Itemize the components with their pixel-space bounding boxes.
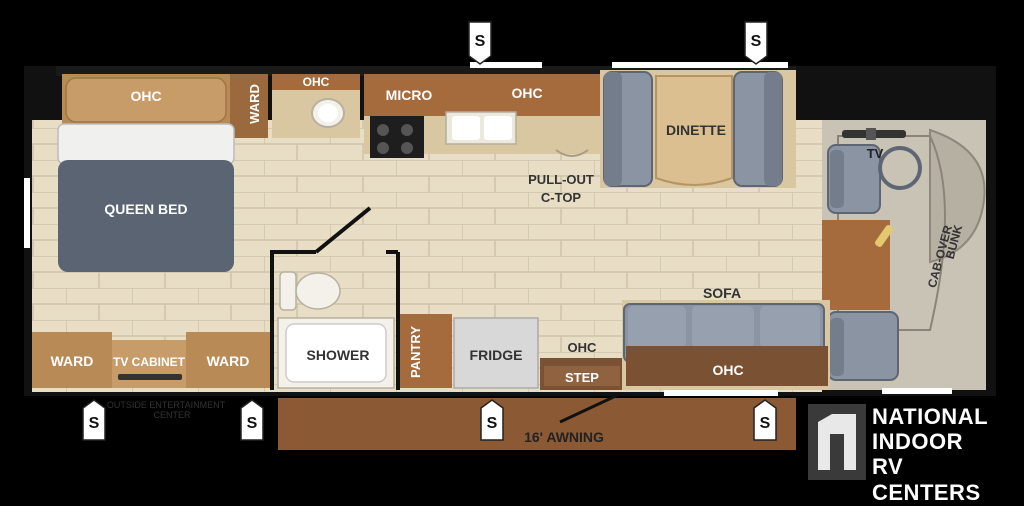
slide-marker-3: S: [82, 399, 106, 441]
sofa-overhead-cabinet: [626, 346, 828, 386]
top-wardrobe: [230, 74, 268, 138]
fridge-label: FRIDGE: [470, 347, 523, 363]
queen-bed: [57, 123, 235, 272]
dinette-bench-right: [733, 71, 783, 187]
ward-left-label: WARD: [51, 353, 94, 369]
national-indoor-logo: NATIONAL INDOOR RV CENTERS: [808, 404, 1012, 505]
awning: [278, 398, 796, 450]
ohc-step-label: OHC: [568, 340, 598, 355]
shower-label: SHOWER: [307, 347, 370, 363]
ohc-bath-label: OHC: [303, 75, 330, 89]
ward-right-label: WARD: [207, 353, 250, 369]
pullout-label-1: PULL-OUT: [528, 172, 594, 187]
bath-walls: [270, 206, 400, 390]
outside-ent-label-1: OUTSIDE ENTERTAINMENT: [107, 400, 226, 410]
cab-tv-arm-icon: [875, 225, 893, 247]
driver-seat: [827, 144, 881, 214]
micro-label: MICRO: [386, 87, 433, 103]
pantry: [400, 314, 452, 388]
rv-floorplan: OHC WARD OHC MICRO OHC DINETTE TV PULL-O: [24, 21, 996, 450]
toilet: [279, 271, 341, 311]
slide-marker-1: S: [468, 21, 492, 65]
tv-cabinet-tv: [118, 374, 182, 380]
dinette-bench-left: [603, 71, 653, 187]
slide-marker-label: S: [475, 33, 486, 50]
ward-top-label: WARD: [247, 84, 262, 124]
ohc-bedroom-label: OHC: [130, 88, 161, 104]
slide-out-markers: S S S S S S: [82, 21, 777, 441]
step-label: STEP: [565, 370, 599, 385]
bath-vanity: [272, 74, 360, 138]
passenger-seat: [827, 311, 899, 381]
slide-marker-label: S: [247, 415, 258, 432]
slide-marker-label: S: [760, 415, 771, 432]
cooktop: [370, 116, 424, 158]
ward-left: [32, 332, 112, 388]
slide-marker-6: S: [753, 399, 777, 441]
steering-wheel: [878, 146, 922, 190]
logo-line-3: RV CENTERS: [872, 454, 981, 505]
tv-cabinet-label: TV CABINET: [113, 355, 186, 369]
galley-counter: [364, 74, 600, 158]
pantry-label: PANTRY: [408, 326, 423, 378]
queen-bed-label: QUEEN BED: [104, 201, 187, 217]
ohc-galley-label: OHC: [511, 85, 542, 101]
fridge: [453, 317, 539, 389]
pullout-label-2: C-TOP: [541, 190, 582, 205]
slide-marker-2: S: [744, 21, 768, 65]
dinette-label: DINETTE: [666, 122, 726, 138]
dinette-table: [655, 75, 733, 186]
cab-console: [822, 220, 890, 310]
sofa-label: SOFA: [703, 285, 741, 301]
shower: [277, 317, 395, 389]
slide-marker-5: S: [480, 399, 504, 441]
outside-ent-label-2: CENTER: [153, 410, 191, 420]
slide-marker-label: S: [751, 33, 762, 50]
nirv-logo-mark-icon: [808, 404, 866, 480]
pullout-ctop: [555, 149, 589, 157]
windshield-hood: [929, 128, 986, 264]
slide-marker-label: S: [487, 415, 498, 432]
logo-line-2: INDOOR: [872, 429, 963, 454]
ohc-sofa-label: OHC: [712, 362, 743, 378]
slide-marker-label: S: [89, 415, 100, 432]
awning-label: 16' AWNING: [524, 429, 604, 445]
slide-marker-4: S: [240, 399, 264, 441]
ward-right: [186, 332, 270, 388]
tv-cab-label: TV: [867, 146, 884, 161]
logo-line-1: NATIONAL: [872, 404, 989, 429]
cab-over-outline: [837, 135, 946, 331]
